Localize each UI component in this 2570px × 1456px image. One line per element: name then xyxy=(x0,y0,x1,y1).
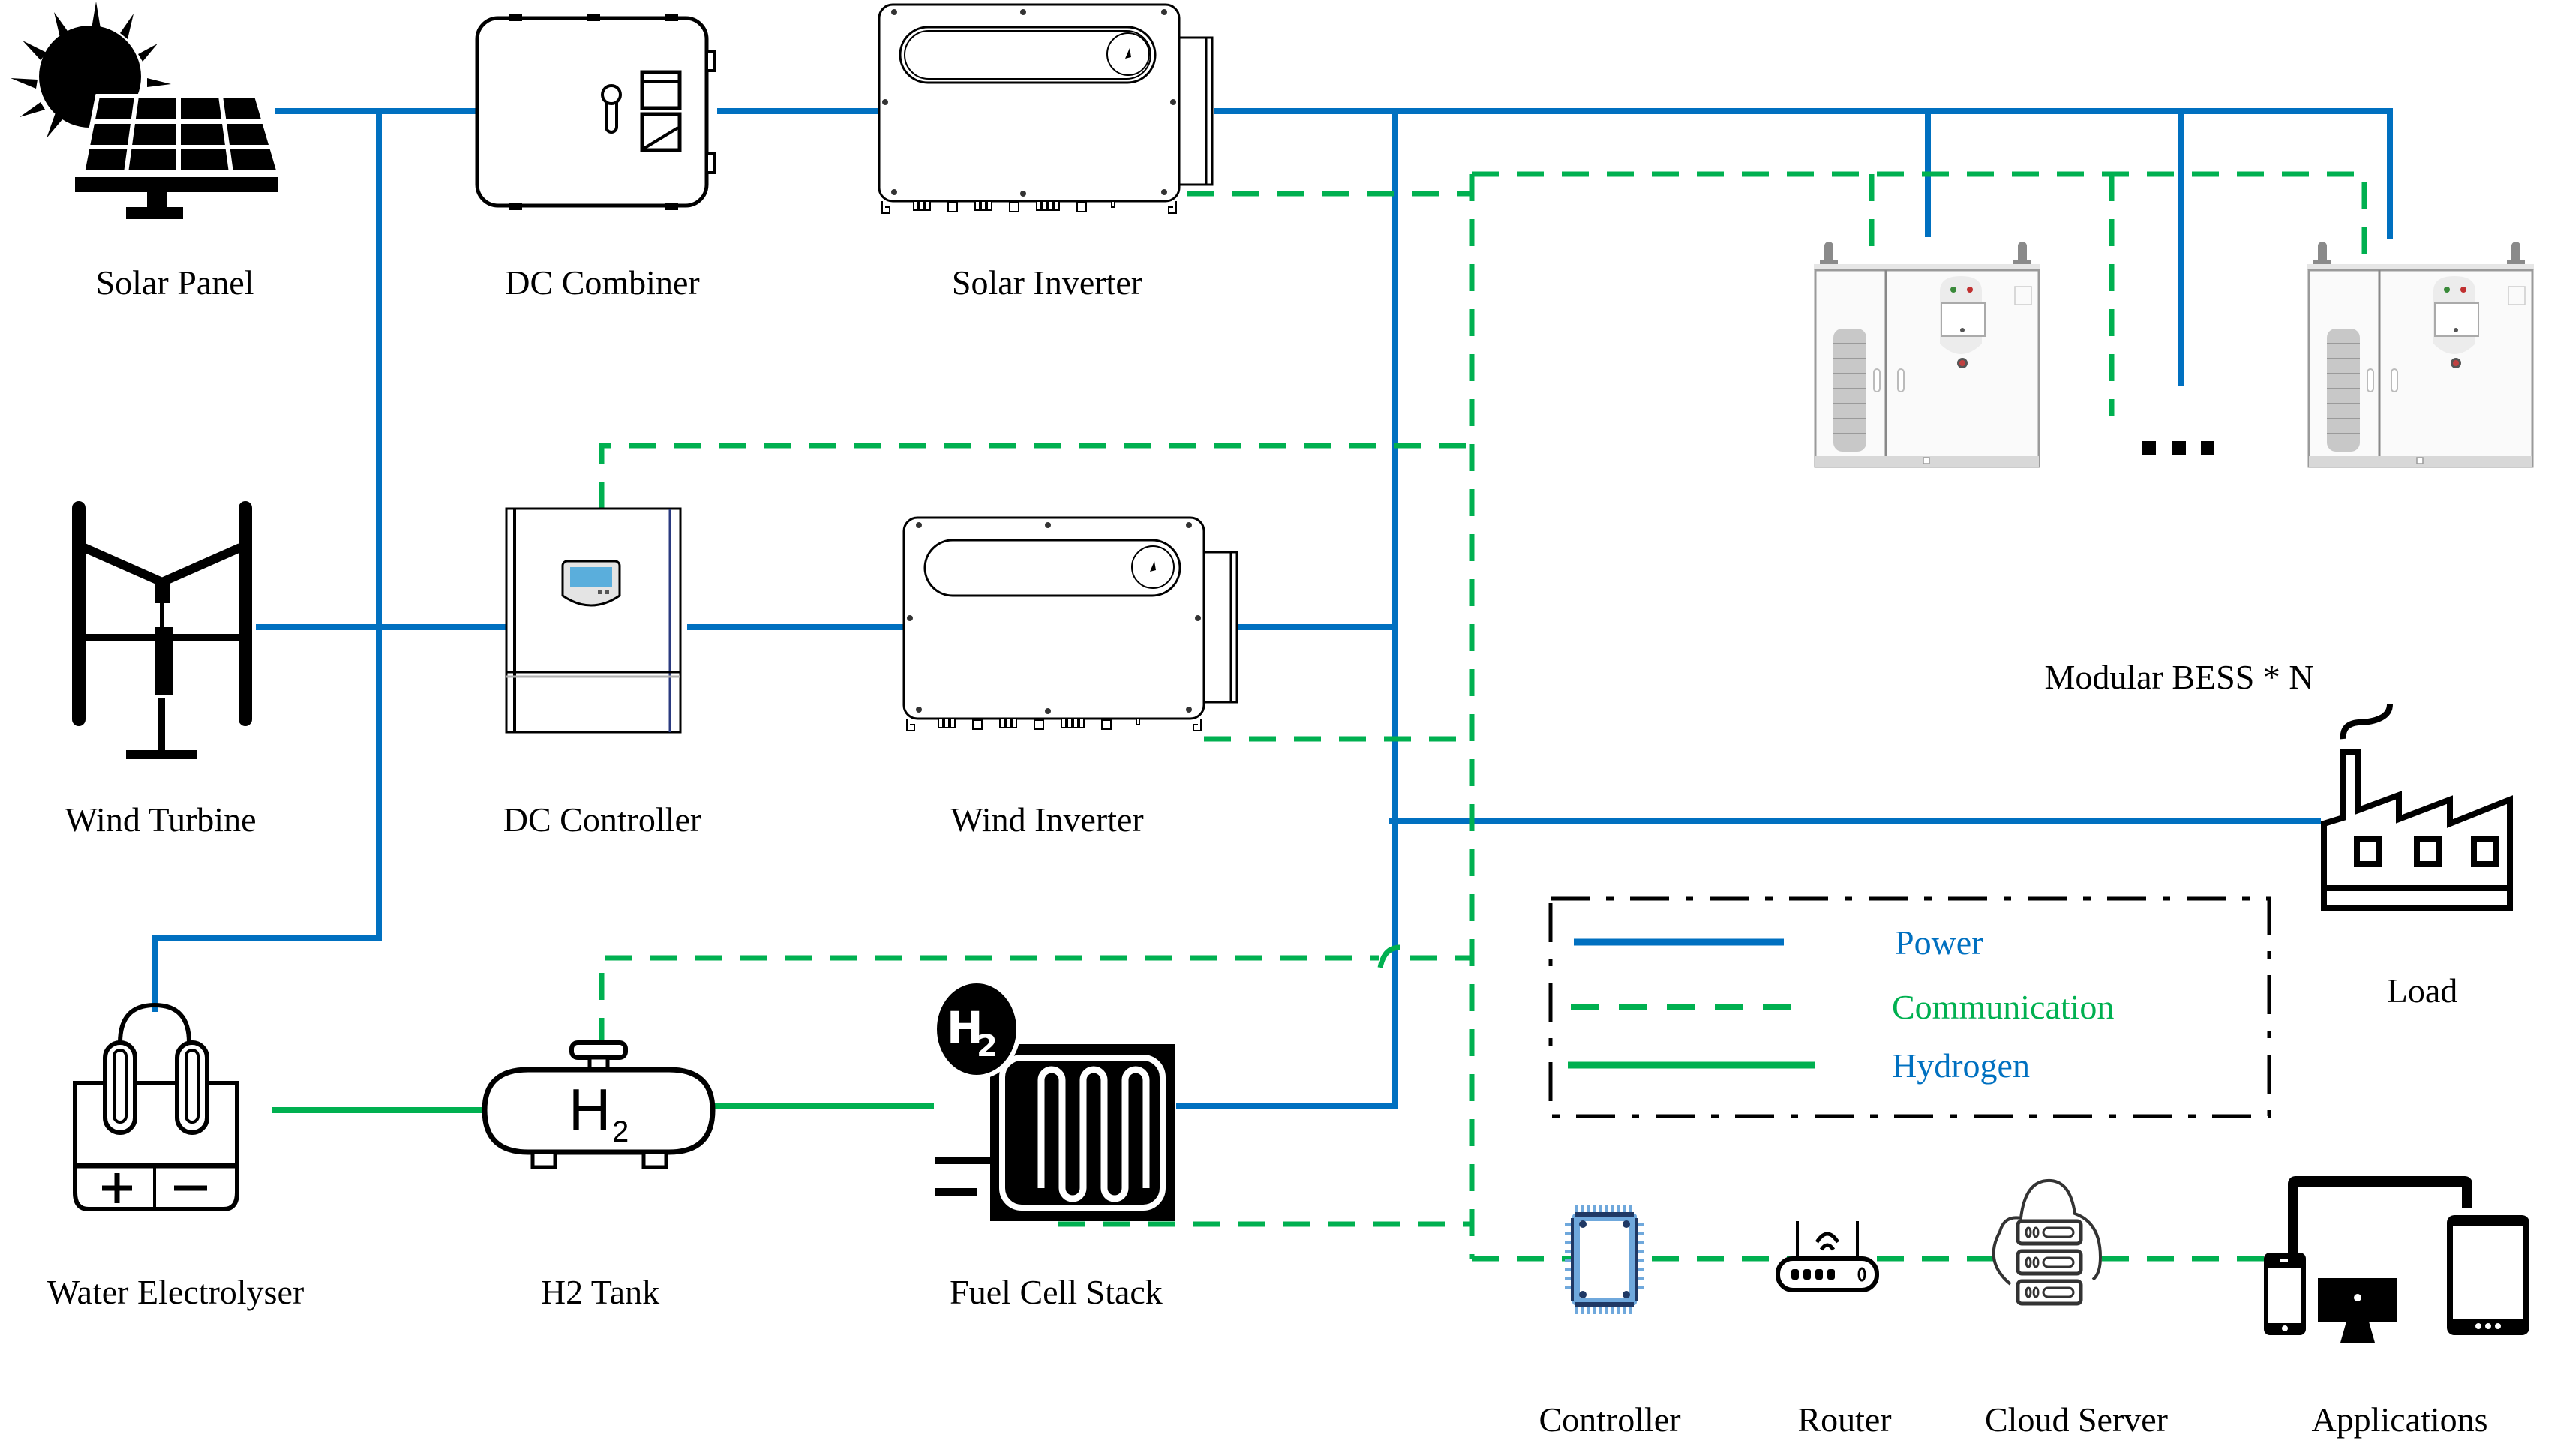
wind-turbine-icon xyxy=(72,501,252,759)
comm-line-bus-hop xyxy=(1377,944,1401,968)
wifi-icon xyxy=(1815,1232,1840,1244)
chip-icon xyxy=(1565,1205,1644,1314)
label-router: Router xyxy=(1797,1400,1891,1439)
power-line-inverter-to-bess-bus xyxy=(1214,108,2393,239)
label-load: Load xyxy=(2387,971,2458,1010)
label-controller: Controller xyxy=(1539,1400,1680,1439)
h2-tank-glyph: H xyxy=(569,1076,611,1142)
bess-ellipsis xyxy=(2142,441,2214,455)
fuel-cell-badge-sub: 2 xyxy=(977,1029,998,1064)
battery-cabinet-icon xyxy=(2306,240,2535,468)
router-icon xyxy=(1776,1221,1879,1292)
comm-line-h2-tank xyxy=(599,955,1379,1045)
dc-controller-icon xyxy=(505,507,682,734)
label-wind-inverter: Wind Inverter xyxy=(950,800,1143,839)
comm-line-top-bess xyxy=(1472,171,2367,270)
hydrogen-tank-icon: H 2 xyxy=(482,1040,716,1169)
electrolyser-icon xyxy=(73,1002,239,1211)
fuel-cell-icon: H 2 xyxy=(932,979,1175,1221)
lcd-screen xyxy=(570,567,612,587)
label-dc-combiner: DC Combiner xyxy=(505,263,699,302)
label-applications: Applications xyxy=(2311,1400,2487,1439)
legend-item-power: Power xyxy=(1574,923,1983,962)
devices-icon xyxy=(2264,1176,2529,1343)
battery-cabinet-icon xyxy=(1814,242,2040,468)
solar-panel-icon xyxy=(11,2,283,219)
factory-icon xyxy=(2321,704,2513,911)
legend-item-hydrogen: Hydrogen xyxy=(1568,1046,2030,1085)
solar-inverter-icon xyxy=(878,3,1214,214)
wind-inverter-icon xyxy=(902,516,1238,731)
label-solar-panel: Solar Panel xyxy=(96,263,254,302)
power-lines xyxy=(152,108,2393,1109)
legend-label-hydrogen: Hydrogen xyxy=(1892,1046,2030,1085)
legend-label-communication: Communication xyxy=(1892,988,2114,1026)
label-dc-controller: DC Controller xyxy=(503,800,701,839)
legend-item-communication: Communication xyxy=(1571,988,2114,1026)
legend: Power Communication Hydrogen xyxy=(1548,896,2271,1118)
label-solar-inverter: Solar Inverter xyxy=(952,263,1142,302)
cloud-server-icon xyxy=(1992,1178,2103,1306)
legend-label-power: Power xyxy=(1895,923,1983,962)
hydrogen-lines xyxy=(272,1103,934,1113)
label-water-electrolyser: Water Electrolyser xyxy=(47,1273,304,1311)
comm-line-dc-controller xyxy=(599,443,1472,509)
label-fuel-cell-stack: Fuel Cell Stack xyxy=(950,1273,1163,1311)
label-wind-turbine: Wind Turbine xyxy=(65,800,256,839)
label-modular-bess: Modular BESS * N xyxy=(2044,658,2313,696)
label-h2-tank: H2 Tank xyxy=(541,1273,659,1311)
h2-tank-glyph-sub: 2 xyxy=(612,1115,629,1148)
label-cloud-server: Cloud Server xyxy=(1985,1400,2168,1439)
dc-bus-vertical xyxy=(152,110,382,1012)
fuel-cell-badge: H xyxy=(947,1002,983,1053)
communication-lines xyxy=(599,171,2367,1262)
dc-combiner-icon xyxy=(475,14,716,210)
